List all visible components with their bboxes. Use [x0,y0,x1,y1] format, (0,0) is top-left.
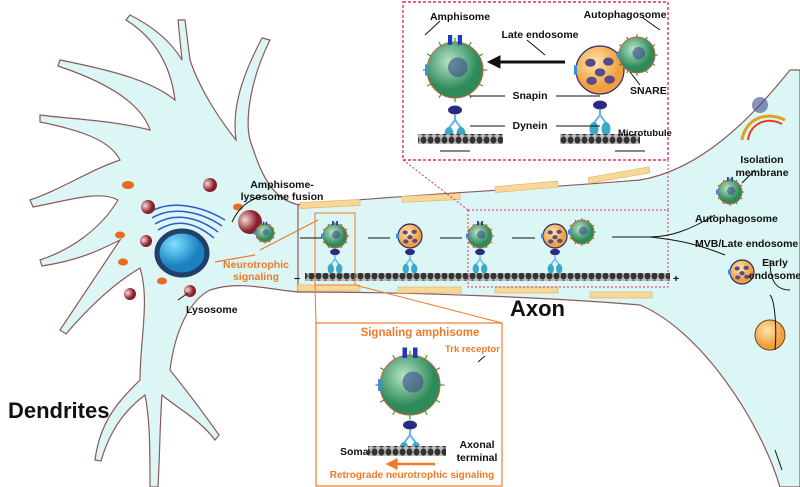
signaling-highlight-frame [314,212,356,286]
label-inset-dynein: Dynein [512,120,547,132]
label-inset-microtubule: Microtubule [618,128,672,139]
label-inset-snapin: Snapin [512,90,547,102]
dynein-head [411,263,418,274]
label-early-2: endosome [749,270,800,282]
label-isolation-1: Isolation [740,154,783,166]
isolation-membrane [740,114,786,141]
dynein-head [547,263,554,274]
signaling-microtubule [368,446,446,456]
mvb-late-endosome [728,259,755,285]
label-neurotrophic-1: Neurotrophic [223,259,289,271]
arrows [177,17,791,471]
label-inset-amphisome: Amphisome [430,11,490,23]
dynein-head [589,122,599,136]
cargo-protein [752,97,768,113]
label-axonal-2: terminal [457,452,498,464]
snapin [550,248,560,256]
amphisome [466,221,494,250]
inset-amphisome [422,35,488,103]
autophagosome [716,177,744,206]
organelle-transport [254,97,786,351]
early-endosome [754,319,786,351]
label-axon: Axon [510,296,565,321]
inset-microtubule [418,134,503,144]
dynein-head [327,263,334,274]
amphisome-fusing [254,221,276,244]
label-amphisome-lysosome-fusion-2: lysosome fusion [241,191,324,203]
dynein-head [556,263,563,274]
snapin [330,248,340,256]
inset-bottom-connectors [314,284,503,324]
dynein-head [472,263,479,274]
nucleus [154,228,210,278]
label-signaling-amphisome: Signaling amphisome [361,327,480,339]
signaling-amphisome [375,347,445,420]
label-inset-snare: SNARE [630,85,667,97]
label-dendrites: Dendrites [8,398,109,423]
inset-microtubule [560,134,640,144]
inset-top-connectors [402,159,669,211]
snapin [593,100,607,110]
signaling-arrows [214,219,435,470]
late-endosome [541,223,568,249]
dynein-head [601,122,611,136]
dynein-motor [402,248,418,274]
late-endosome [396,223,423,249]
dynein-motor [327,248,343,274]
inset-autophagosome [616,34,658,76]
label-autophagosome: Autophagosome [695,213,778,225]
dynein-motor [472,248,488,274]
golgi-apparatus [149,204,226,239]
label-mvb-late-endosome: MVB/Late endosome [695,238,798,250]
dynein-motor [547,248,563,274]
label-amphisome-lysosome-fusion-1: Amphisome- [250,179,314,191]
inset-dynein-motor [589,100,611,136]
dynein-head [402,263,409,274]
label-trk-receptor: Trk receptor [445,344,500,355]
axon-microtubule [305,273,670,281]
isolation-membrane-inner [747,119,783,141]
label-lysosome: Lysosome [186,304,238,316]
label-neurotrophic-2: signaling [233,271,279,283]
inset-organelles [368,34,658,456]
snapin [448,105,462,115]
dynein-head [336,263,343,274]
label-minus: − [294,273,300,285]
inset-late-endosome [574,45,625,95]
label-inset-late-endosome: Late endosome [501,29,578,41]
label-soma: Soma [340,446,369,458]
autophagosome-fusing [568,218,596,246]
snapin [405,248,415,256]
axon-sheath-segments [297,166,653,299]
label-isolation-2: membrane [735,167,788,179]
amphisome [321,221,349,250]
snapin [403,420,417,430]
label-early-1: Early [762,257,788,269]
label-retrograde: Retrograde neurotrophic signaling [330,470,494,481]
axon-highlight-frame [467,209,669,288]
snapin [475,248,485,256]
dynein-head [481,263,488,274]
label-plus: + [673,273,679,285]
label-axonal-1: Axonal [459,439,494,451]
label-inset-autophagosome: Autophagosome [584,9,667,21]
